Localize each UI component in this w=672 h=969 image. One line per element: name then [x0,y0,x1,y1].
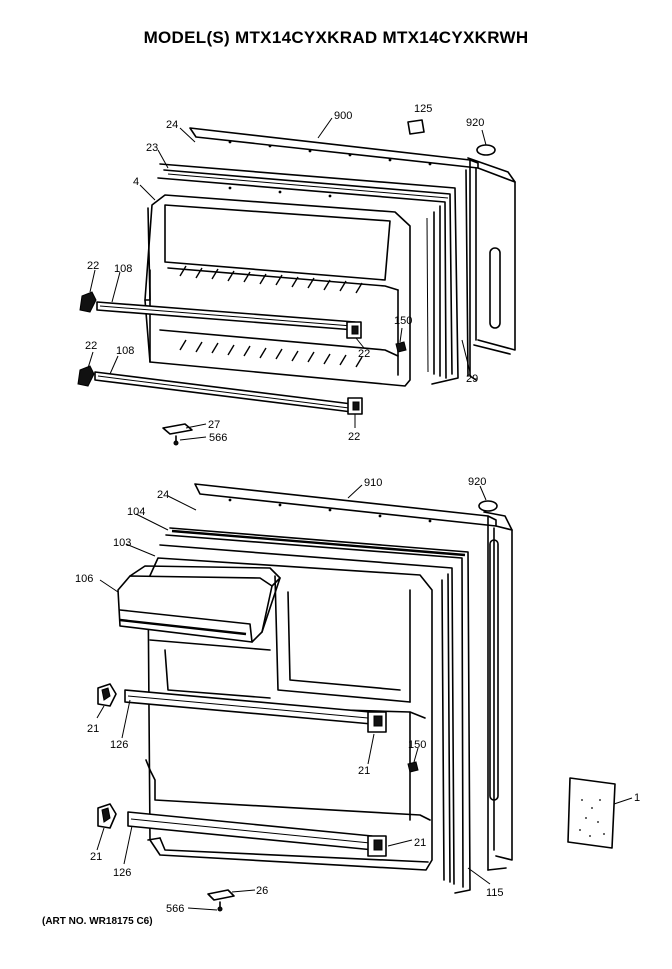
callout-115: 115 [486,887,504,899]
callout-4: 4 [133,176,139,188]
callout-21: 21 [87,723,99,735]
callout-1: 1 [634,792,640,804]
callout-29: 29 [466,373,478,385]
art-number: (ART NO. WR18175 C6) [42,916,153,927]
fresh-food-door-assembly [97,483,513,912]
part-1-card [567,777,616,849]
callout-22: 22 [85,340,97,352]
callout-104: 104 [127,506,145,518]
callout-920: 920 [466,117,484,129]
callout-106: 106 [75,573,93,585]
callout-150: 150 [394,315,412,327]
callout-566: 566 [166,903,184,915]
callout-900: 900 [334,110,352,122]
freezer-door-assembly [77,119,516,446]
leader-lines [87,117,633,911]
callout-108: 108 [116,345,134,357]
callout-21: 21 [414,837,426,849]
callout-103: 103 [113,537,131,549]
callout-23: 23 [146,142,158,154]
callout-126: 126 [113,867,131,879]
callout-24: 24 [157,489,169,501]
callout-108: 108 [114,263,132,275]
callout-22: 22 [358,348,370,360]
callout-22: 22 [348,431,360,443]
callout-21: 21 [358,765,370,777]
callout-125: 125 [414,103,432,115]
callout-22: 22 [87,260,99,272]
callout-150: 150 [408,739,426,751]
callout-566: 566 [209,432,227,444]
callout-numbers: 900 125 920 24 23 4 22 108 150 22 22 108… [75,103,640,915]
callout-27: 27 [208,419,220,431]
callout-910: 910 [364,477,382,489]
callout-920: 920 [468,476,486,488]
callout-24: 24 [166,119,178,131]
callout-21: 21 [90,851,102,863]
callout-126: 126 [110,739,128,751]
page-title: MODEL(S) MTX14CYXKRAD MTX14CYXKRWH [143,28,529,47]
callout-26: 26 [256,885,268,897]
